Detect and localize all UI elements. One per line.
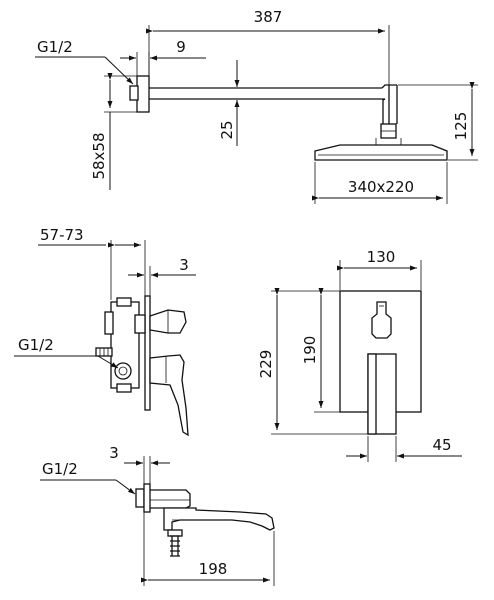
dim-head-height: 125 (452, 112, 470, 141)
dim-cartridge-height: 190 (301, 336, 319, 365)
dim-arm-diameter: 25 (218, 120, 236, 139)
dim-mixer-depth: 57-73 (40, 226, 84, 244)
label-thread-mixer: G1/2 (18, 336, 54, 354)
label-thread-shower: G1/2 (37, 38, 73, 56)
dim-head-size: 340x220 (348, 178, 414, 196)
mixer-wall-plate (144, 295, 151, 411)
mixer-handle (149, 354, 189, 437)
mixer-side-view: 57-73 3 G1/2 (14, 226, 196, 437)
dim-flange-offset: 9 (176, 38, 186, 56)
top-port (116, 297, 132, 307)
dim-mixer-plate-offset: 3 (179, 256, 189, 274)
spout-view: 3 G1/2 198 (40, 444, 275, 586)
dim-handle-width: 45 (432, 436, 451, 454)
spout-thread-stub (135, 488, 145, 508)
side-port-upper (104, 311, 114, 335)
dim-plate-width: 130 (367, 248, 396, 266)
dim-spout-length: 198 (199, 560, 228, 578)
hose-connector-thread (170, 535, 180, 557)
shower-head-body (314, 144, 448, 161)
dim-arm-length: 387 (254, 8, 283, 26)
spout-outlet (163, 507, 275, 531)
mixer-front-view: 130 229 190 45 (257, 248, 462, 462)
spout-wall-plate (143, 483, 151, 513)
dim-plate-height: 229 (257, 350, 275, 379)
shower-arm-drop (381, 84, 398, 124)
shower-head-view: 387 9 G1/2 58x58 25 125 340x220 (35, 8, 478, 204)
spout-upper-body (150, 489, 191, 509)
hose-connector-nut (167, 529, 183, 537)
diverter-knob-front (371, 301, 392, 339)
label-thread-spout: G1/2 (42, 460, 78, 478)
bottom-port (116, 383, 132, 393)
dim-spout-plate-offset: 3 (109, 444, 119, 462)
wall-flange (136, 75, 150, 113)
flange-thread-stub (129, 85, 139, 101)
diverter-stem (134, 314, 146, 334)
dim-flange-size: 58x58 (90, 132, 108, 179)
inlet-connector (114, 362, 132, 380)
